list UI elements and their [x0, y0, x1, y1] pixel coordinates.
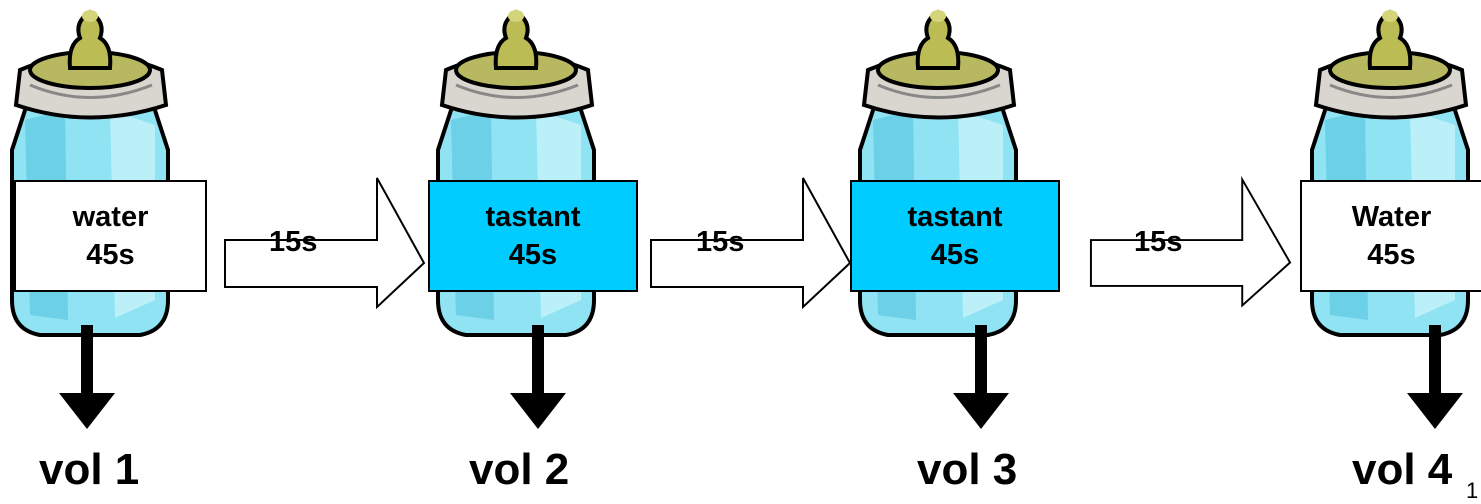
interval-label: 15s [1134, 226, 1183, 258]
down-arrow-icon [510, 325, 566, 429]
right-arrow-icon [224, 177, 426, 310]
right-arrow-icon [1089, 175, 1292, 308]
down-arrow-icon [953, 325, 1009, 429]
page-number: 1 [1466, 478, 1479, 503]
step-substance: water [72, 201, 149, 233]
step-box-tastant: tastant 45s [850, 180, 1060, 292]
volume-label: vol 4 [1352, 445, 1453, 494]
interval-label: 15s [269, 226, 318, 258]
step-box-tastant: tastant 45s [428, 180, 638, 292]
step-box-water: water 45s [14, 180, 207, 292]
volume-label: vol 3 [917, 445, 1018, 494]
volume-label: vol 1 [39, 445, 140, 494]
right-arrow-icon [650, 177, 852, 310]
interval-label: 15s [696, 226, 745, 258]
step-duration: 45s [1367, 239, 1416, 271]
step-substance: tastant [485, 201, 581, 233]
down-arrow-icon [59, 325, 115, 429]
step-substance: Water [1351, 201, 1432, 233]
step-box-water: Water 45s [1300, 180, 1481, 292]
step-substance: tastant [907, 201, 1003, 233]
down-arrow-icon [1407, 325, 1463, 429]
volume-label: vol 2 [469, 445, 570, 494]
step-duration: 45s [930, 239, 980, 271]
step-duration: 45s [508, 239, 558, 271]
step-duration: 45s [86, 239, 135, 271]
